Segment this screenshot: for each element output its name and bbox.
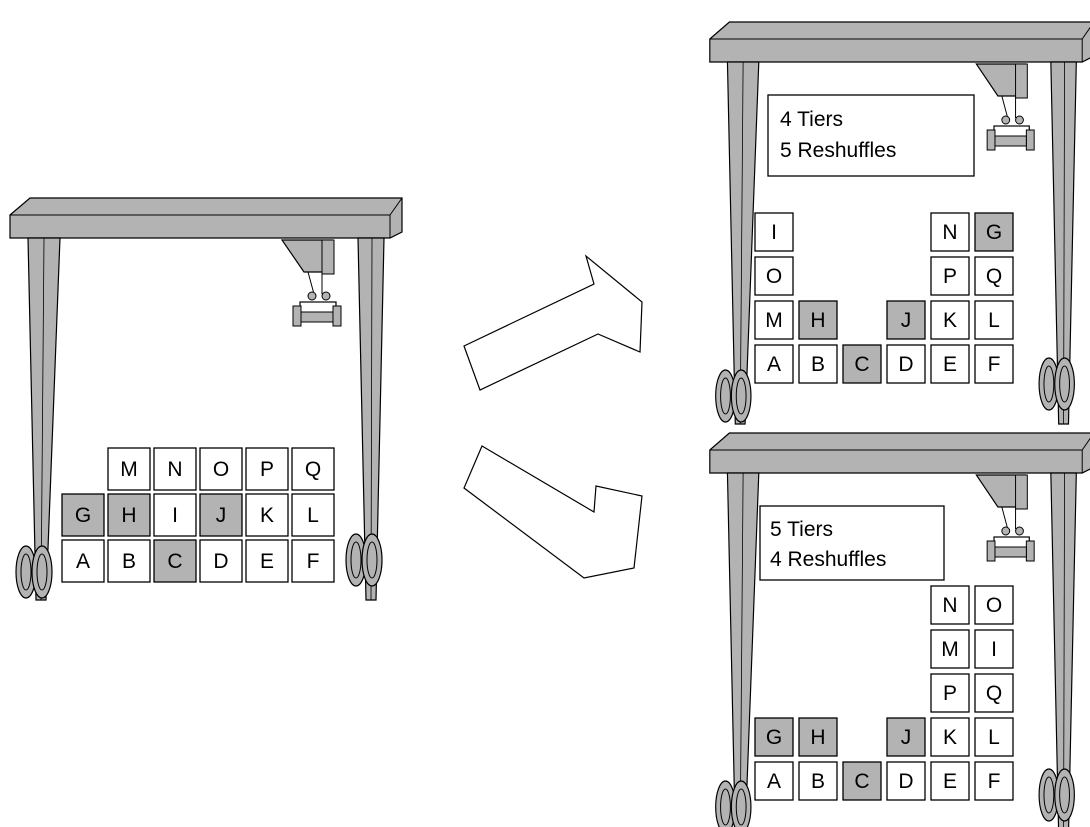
container-label: Q	[305, 458, 321, 481]
container-label: E	[260, 550, 274, 573]
tiers-label: 5 Tiers	[770, 518, 833, 541]
container-label: M	[765, 309, 783, 332]
container-label: I	[771, 221, 777, 244]
container-label: A	[76, 550, 90, 573]
top-right-scene: 4 Tiers 5 Reshuffles I N G O P Q M H J K L A B C D E F	[710, 22, 1090, 424]
container-label: O	[766, 265, 782, 288]
container-label: H	[810, 309, 825, 332]
reshuffles-label: 5 Reshuffles	[780, 139, 896, 162]
container-label: P	[943, 265, 957, 288]
container-label: F	[988, 353, 1001, 376]
container-label: P	[260, 458, 274, 481]
container-label: Q	[986, 682, 1002, 705]
container-label: B	[811, 770, 825, 793]
container-label: D	[213, 550, 228, 573]
container-label: B	[122, 550, 136, 573]
container-label: K	[943, 726, 957, 749]
container-label: L	[988, 309, 1000, 332]
container-label: J	[901, 309, 912, 332]
container-label: L	[988, 726, 1000, 749]
container-label: B	[811, 353, 825, 376]
container-label: K	[943, 309, 957, 332]
container-label: C	[854, 353, 869, 376]
container-label: A	[767, 353, 781, 376]
container-label: N	[942, 221, 957, 244]
container-stack-top-right: I N G O P Q M H J K L A B C D E F	[755, 213, 1013, 383]
container-label: D	[898, 770, 913, 793]
container-label: Q	[986, 265, 1002, 288]
tiers-label: 4 Tiers	[780, 108, 843, 131]
container-label: M	[120, 458, 138, 481]
container-label: H	[121, 504, 136, 527]
container-label: C	[854, 770, 869, 793]
container-label: N	[167, 458, 182, 481]
container-label: G	[75, 504, 91, 527]
container-label: H	[810, 726, 825, 749]
container-label: C	[167, 550, 182, 573]
container-label: F	[307, 550, 320, 573]
container-label: J	[216, 504, 227, 527]
arrow-to-top-option	[464, 256, 642, 390]
container-label: I	[991, 638, 997, 661]
container-label: G	[986, 221, 1002, 244]
container-label: J	[901, 726, 912, 749]
container-label: E	[943, 770, 957, 793]
arrow-to-bottom-option	[464, 446, 642, 578]
container-label: N	[942, 594, 957, 617]
container-label: F	[988, 770, 1001, 793]
left-scene: M N O P Q G H I J K L A B C D E F	[10, 198, 402, 600]
container-label: K	[260, 504, 274, 527]
container-label: I	[172, 504, 178, 527]
container-label: O	[986, 594, 1002, 617]
container-label: L	[307, 504, 319, 527]
container-label: E	[943, 353, 957, 376]
bottom-right-scene: 5 Tiers 4 Reshuffles N O M I P Q G H J K L A B C D E F	[710, 433, 1090, 827]
container-label: O	[213, 458, 229, 481]
container-label: P	[943, 682, 957, 705]
container-stack-left: M N O P Q G H I J K L A B C D E F	[62, 448, 334, 582]
container-label: M	[941, 638, 959, 661]
container-label: G	[766, 726, 782, 749]
container-stack-bottom-right: N O M I P Q G H J K L A B C D E F	[755, 586, 1013, 800]
container-label: D	[898, 353, 913, 376]
container-label: A	[767, 770, 781, 793]
reshuffles-label: 4 Reshuffles	[770, 548, 886, 571]
